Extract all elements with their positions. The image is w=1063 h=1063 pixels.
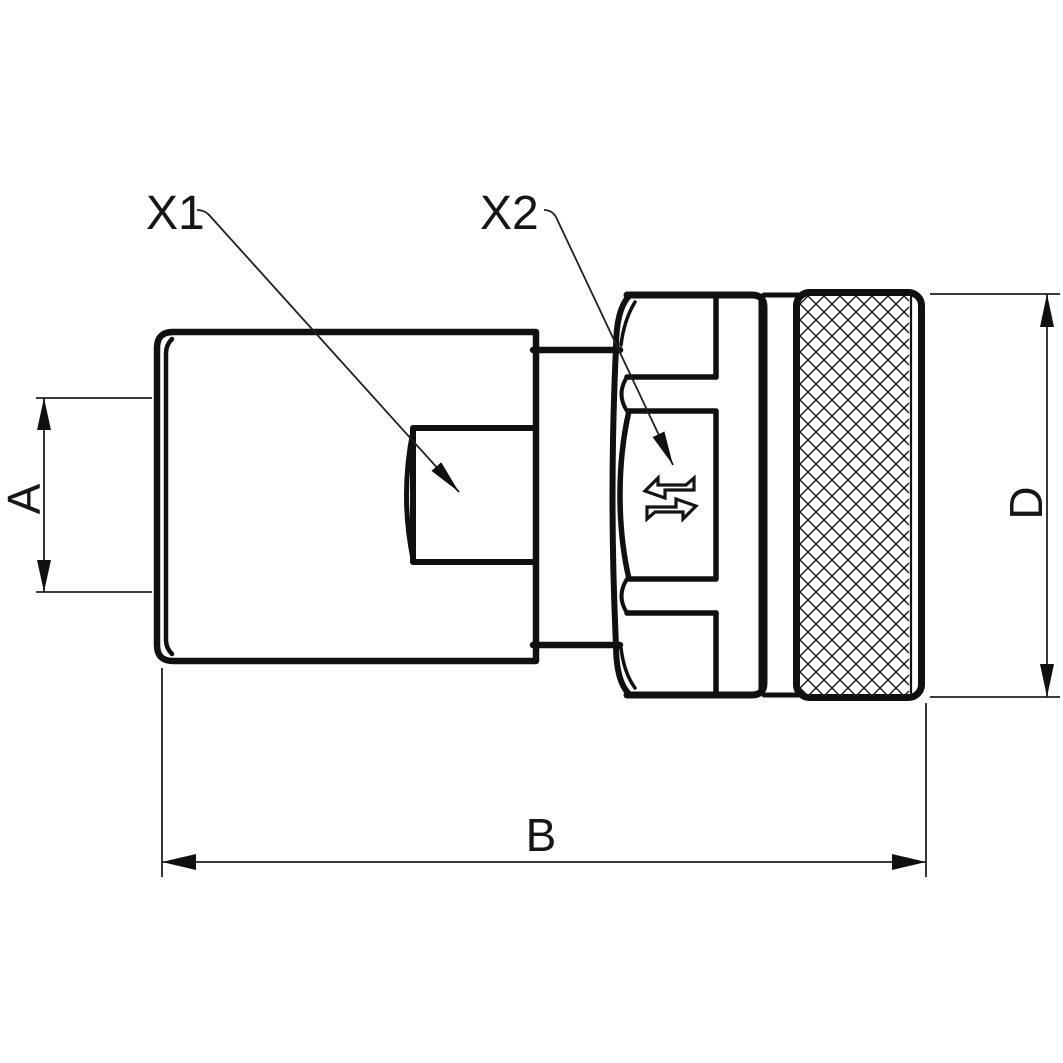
socket-body-outline (153, 328, 540, 665)
hex-top-chamfer-arc (619, 300, 637, 347)
bore-end-arc (404, 428, 416, 562)
callout-x1-label: X1 (146, 187, 205, 240)
leader-x1-line (196, 209, 460, 493)
swap-arrow-left (642, 474, 696, 501)
hex-left-silhouette (609, 293, 632, 697)
dimension-lines (36, 209, 1060, 877)
knurl-hatch-lines (798, 294, 910, 696)
dim-d-arrow-down (1040, 664, 1054, 697)
swap-arrows-icon (642, 474, 699, 523)
dim-a-arrow-down (37, 560, 51, 592)
dim-b-arrow-left (162, 854, 196, 870)
knurl-hatch (798, 294, 910, 696)
dim-a-label: A (0, 483, 50, 514)
leader-x2-line (543, 209, 674, 466)
hex-middle-face (617, 408, 719, 582)
dim-d-arrow-up (1040, 294, 1054, 327)
knurl-hatch-lines (798, 294, 910, 696)
hex-lower-wedge-arc (619, 577, 629, 615)
dim-b-label: B (526, 809, 557, 861)
dim-d-label: D (1000, 486, 1052, 519)
dim-b-arrow-right (892, 854, 926, 870)
leader-x2-arrowhead (652, 431, 673, 465)
dim-a-arrow-up (37, 398, 51, 430)
bore-outline (410, 425, 539, 565)
coupling-part-outline (153, 289, 925, 701)
socket-rim-chamfer-line (163, 336, 175, 657)
arrowheads (37, 294, 1054, 870)
hex-bottom-chamfer-arc (619, 646, 637, 690)
hex-upper-wedge-arc (619, 375, 629, 413)
leader-x1-arrowhead (431, 462, 459, 492)
swap-arrow-right (645, 496, 699, 523)
callout-x2-label: X2 (480, 187, 539, 240)
